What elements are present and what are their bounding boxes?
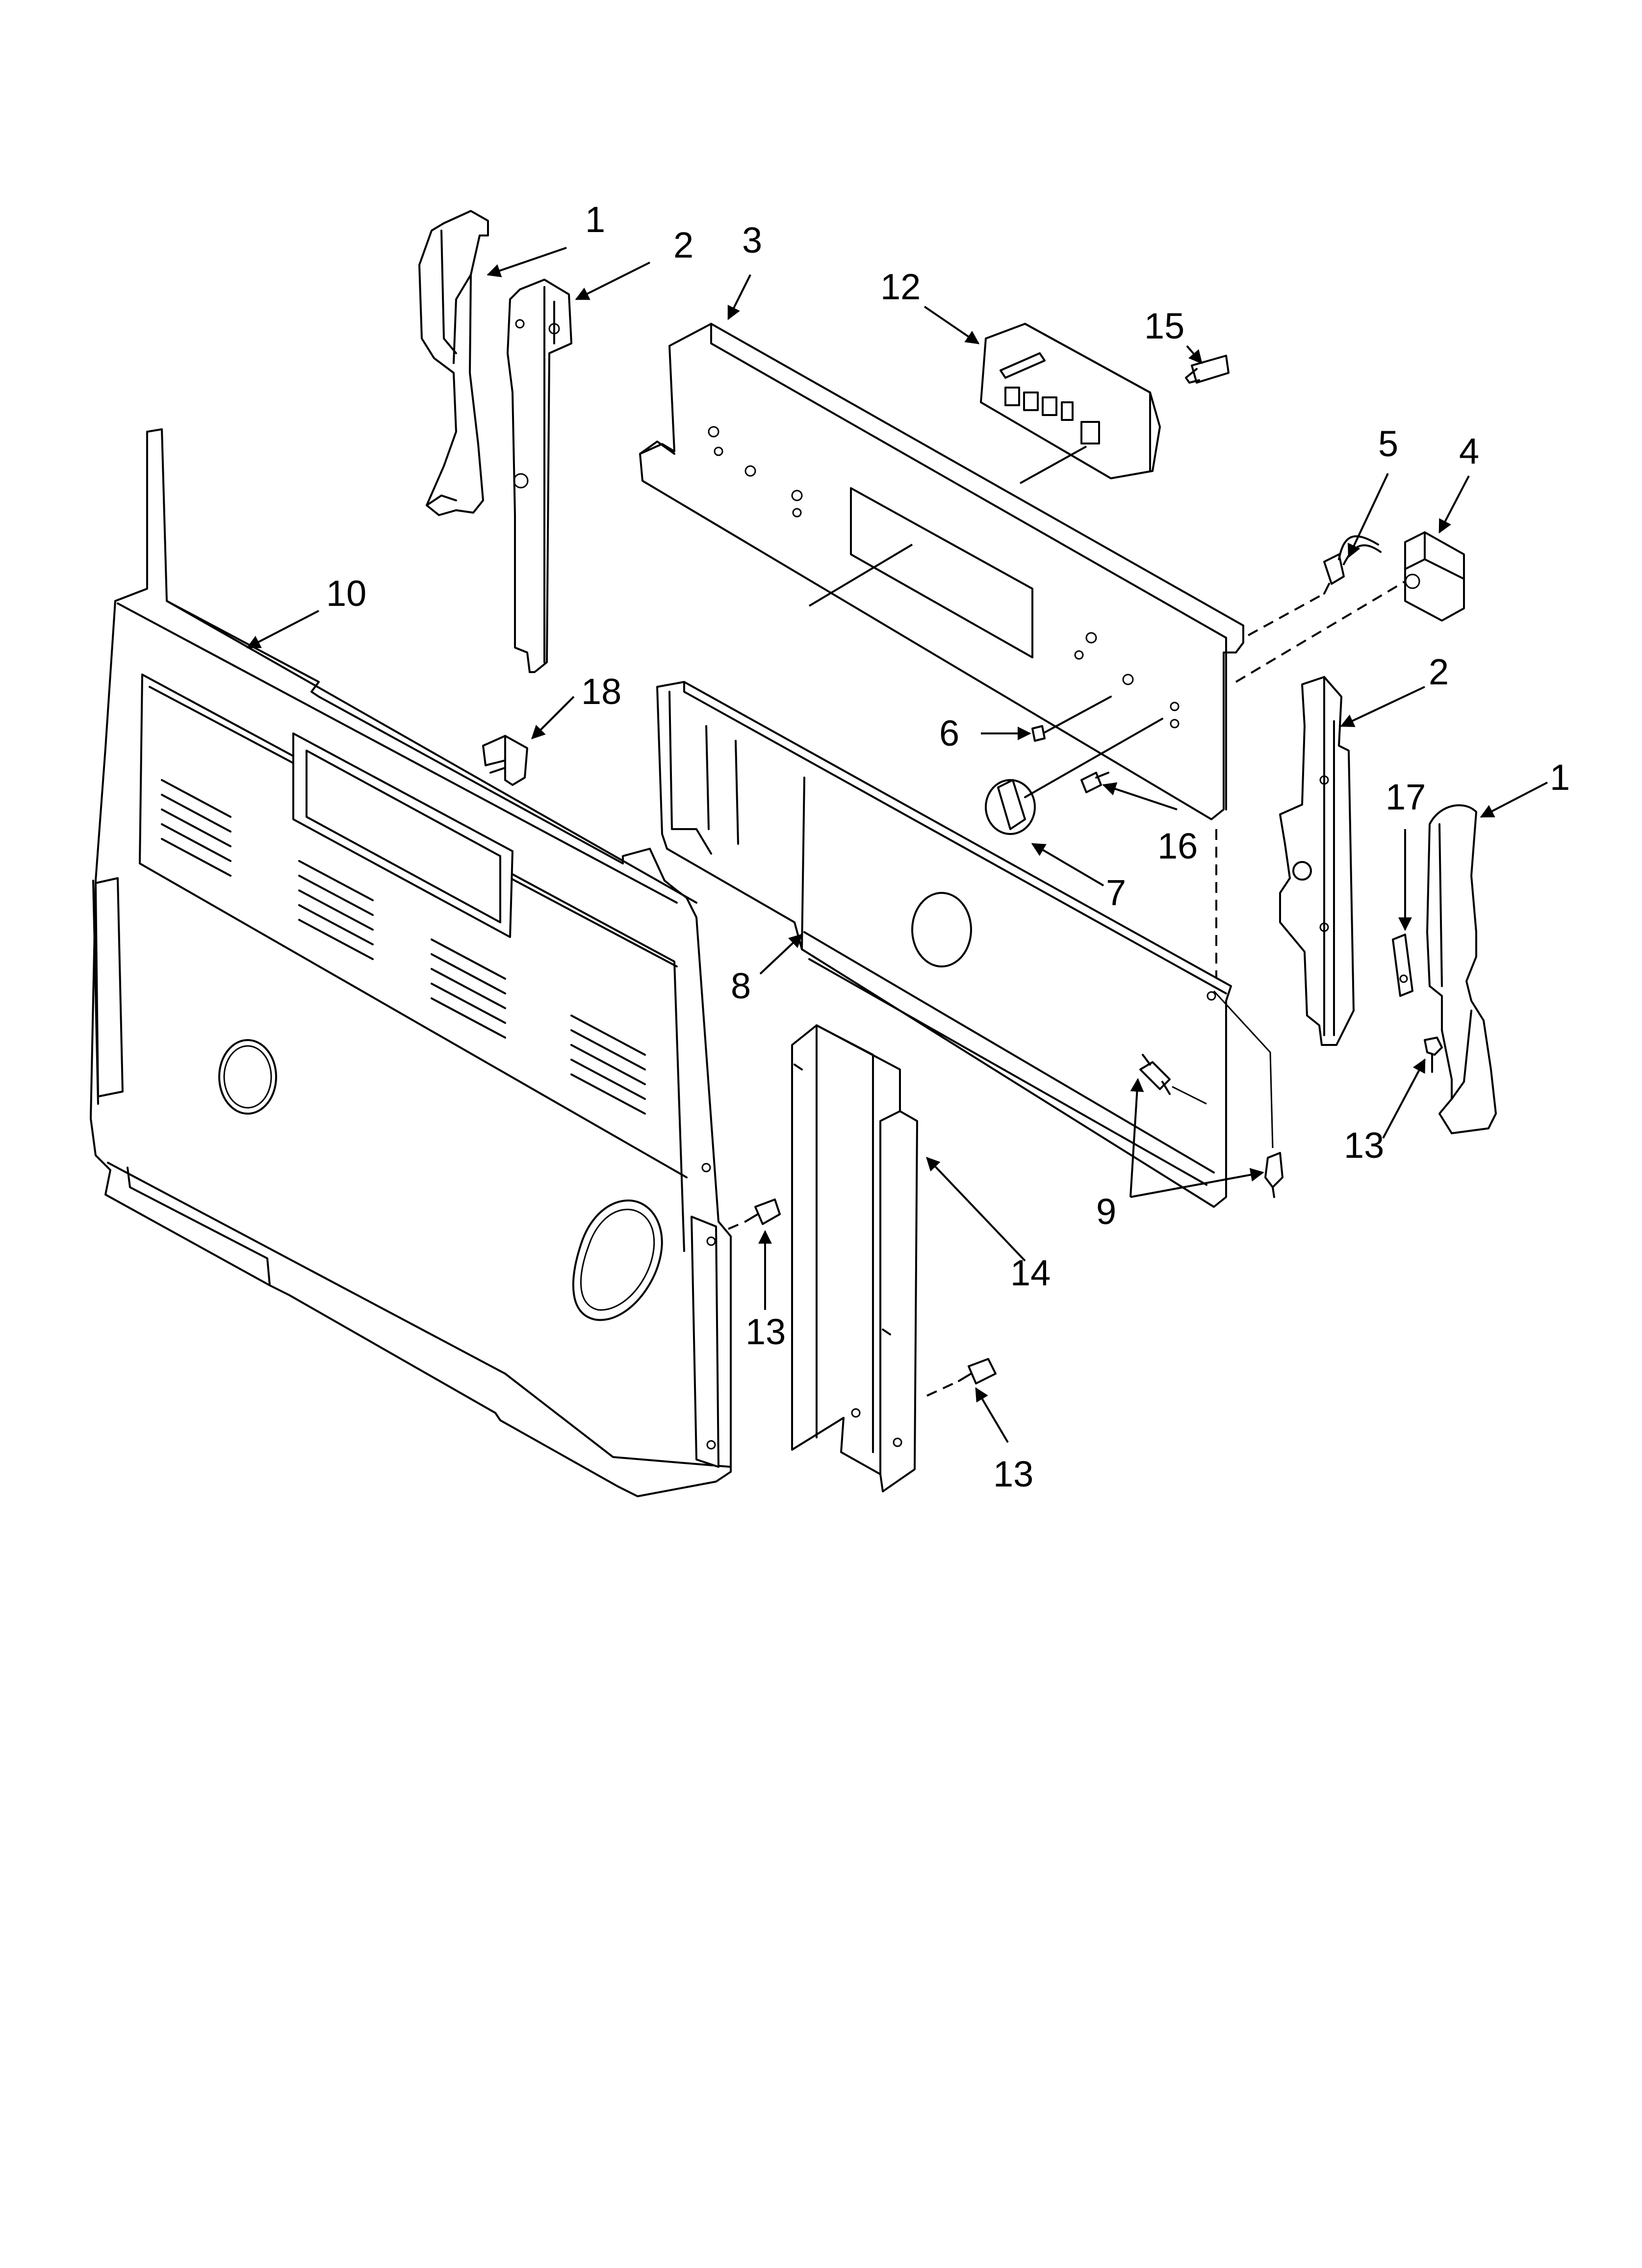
callout-10: 10 xyxy=(326,573,366,614)
screw-15 xyxy=(1185,355,1230,384)
callout-1-left: 1 xyxy=(585,199,605,240)
callout-2-right: 2 xyxy=(1429,652,1449,692)
screw-16 xyxy=(1080,772,1109,793)
callout-13-bottom: 13 xyxy=(993,1454,1033,1494)
callout-6: 6 xyxy=(939,713,959,754)
callout-13-right: 13 xyxy=(1344,1125,1384,1166)
clip-17 xyxy=(1392,934,1413,997)
clip-18 xyxy=(482,735,528,786)
callout-labels: 1 2 3 12 15 5 4 10 18 6 16 7 2 17 1 8 13… xyxy=(326,199,1570,1494)
callout-17: 17 xyxy=(1385,777,1426,817)
callout-leaders xyxy=(246,247,1548,1443)
callout-13-center: 13 xyxy=(745,1311,786,1352)
side-bracket-right xyxy=(1279,676,1355,1046)
callout-2-left: 2 xyxy=(673,225,693,265)
screw-6 xyxy=(1031,696,1112,742)
wire-harness xyxy=(1323,535,1382,595)
callout-1-right: 1 xyxy=(1550,757,1570,798)
callout-14: 14 xyxy=(1010,1252,1051,1293)
screws-9 xyxy=(1139,990,1283,1198)
side-bracket-left xyxy=(507,279,572,673)
display-control-module xyxy=(980,323,1161,484)
guide-switch xyxy=(1235,580,1406,683)
callout-16: 16 xyxy=(1157,826,1198,866)
callout-3: 3 xyxy=(742,220,762,261)
back-panel xyxy=(90,428,732,1497)
callout-4: 4 xyxy=(1459,431,1479,471)
callout-12: 12 xyxy=(880,266,921,307)
callout-7: 7 xyxy=(1106,872,1126,913)
callout-5: 5 xyxy=(1378,423,1398,464)
callout-8: 8 xyxy=(731,965,751,1006)
guide-harness xyxy=(1248,593,1325,636)
screws-13 xyxy=(728,1037,1443,1397)
channel-14 xyxy=(791,1024,918,1492)
callout-18: 18 xyxy=(581,671,621,712)
switch-block xyxy=(1404,531,1465,622)
control-panel xyxy=(639,323,1244,820)
end-cap-left xyxy=(418,210,489,516)
control-knob xyxy=(985,718,1163,835)
manifold-panel xyxy=(656,681,1232,1208)
callout-15: 15 xyxy=(1144,306,1184,346)
callout-9: 9 xyxy=(1096,1191,1116,1232)
end-cap-right xyxy=(1426,804,1497,1134)
